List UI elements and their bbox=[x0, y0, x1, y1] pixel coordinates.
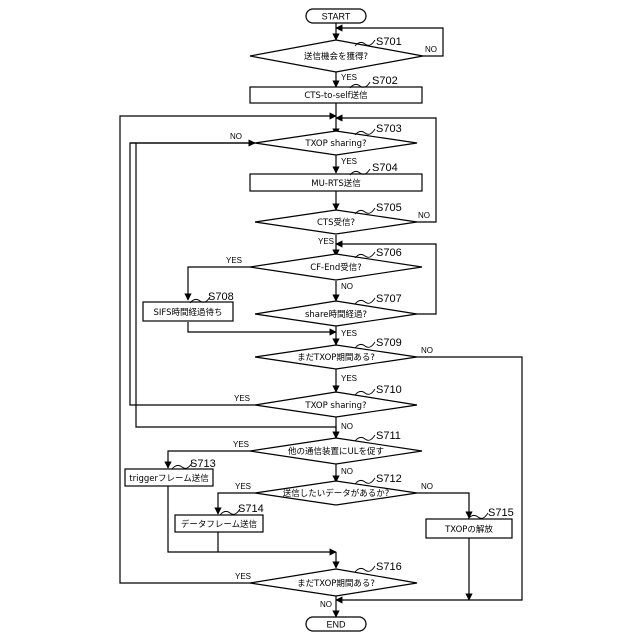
s714-text: データフレーム送信 bbox=[181, 519, 258, 530]
s705-no: NO bbox=[418, 211, 430, 220]
s706-no: NO bbox=[341, 282, 353, 291]
step-s711-decision: 他の通信装置にULを促す S711 YES NO bbox=[233, 430, 422, 476]
s711-text: 他の通信装置にULを促す bbox=[288, 446, 384, 457]
step-s710-decision: TXOP sharing? S710 YES NO bbox=[234, 384, 417, 431]
s709-text: まだTXOP期間ある? bbox=[297, 353, 375, 363]
s704-text: MU-RTS送信 bbox=[311, 178, 361, 189]
s709-no: NO bbox=[421, 346, 433, 355]
s713-id: S713 bbox=[190, 458, 216, 470]
s710-id: S710 bbox=[376, 384, 402, 396]
s701-text: 送信機会を獲得? bbox=[304, 51, 368, 62]
s712-id: S712 bbox=[376, 473, 402, 485]
step-s703-decision: TXOP sharing? S703 NO YES bbox=[230, 123, 417, 166]
s711-id: S711 bbox=[376, 430, 401, 442]
s706-text: CF-End受信? bbox=[310, 262, 362, 273]
s707-yes: YES bbox=[341, 329, 357, 338]
s714-id: S714 bbox=[238, 503, 264, 515]
s709-yes: YES bbox=[341, 374, 357, 383]
s715-id: S715 bbox=[488, 507, 514, 519]
s704-id: S704 bbox=[372, 162, 398, 174]
s710-yes: YES bbox=[234, 394, 250, 403]
s706-id: S706 bbox=[376, 247, 402, 259]
s709-id: S709 bbox=[376, 337, 402, 349]
step-s706-decision: CF-End受信? S706 YES NO bbox=[226, 247, 422, 291]
s708-text: SIFS時間経過待ち bbox=[153, 307, 222, 318]
s703-yes: YES bbox=[341, 157, 357, 166]
s716-yes: YES bbox=[235, 572, 251, 581]
s707-id: S707 bbox=[376, 293, 402, 305]
s710-text: TXOP sharing? bbox=[304, 401, 366, 411]
s711-no: NO bbox=[341, 467, 353, 476]
step-s705-decision: CTS受信? S705 NO YES bbox=[255, 202, 430, 246]
s712-text: 送信したいデータがあるか? bbox=[283, 488, 390, 499]
s705-text: CTS受信? bbox=[317, 217, 355, 228]
s716-text: まだTXOP期間ある? bbox=[297, 579, 375, 589]
s711-yes: YES bbox=[233, 440, 249, 449]
s707-text: share時間経過? bbox=[305, 309, 367, 320]
step-s709-decision: まだTXOP期間ある? S709 NO YES bbox=[255, 337, 433, 383]
s701-no: NO bbox=[425, 45, 437, 54]
s716-no: NO bbox=[320, 600, 332, 609]
s703-text: TXOP sharing? bbox=[304, 139, 366, 149]
s713-text: triggerフレーム送信 bbox=[129, 473, 209, 484]
start-label: START bbox=[322, 12, 351, 22]
start-terminal: START bbox=[306, 9, 366, 23]
step-s715-process: TXOPの解放 S715 bbox=[426, 507, 514, 538]
s712-no: NO bbox=[421, 482, 433, 491]
step-s701-decision: 送信機会を獲得? S701 NO YES bbox=[250, 36, 437, 82]
s701-id: S701 bbox=[376, 36, 402, 48]
s712-yes: YES bbox=[235, 482, 251, 491]
s702-id: S702 bbox=[372, 75, 398, 87]
s705-id: S705 bbox=[376, 202, 402, 214]
s702-text: CTS-to-self送信 bbox=[304, 90, 368, 101]
s701-yes: YES bbox=[341, 73, 357, 82]
step-s714-process: データフレーム送信 S714 bbox=[175, 503, 264, 532]
s708-id: S708 bbox=[208, 291, 234, 303]
s706-yes: YES bbox=[226, 256, 242, 265]
end-label: END bbox=[326, 620, 346, 630]
s710-no: NO bbox=[341, 422, 353, 431]
step-s713-process: triggerフレーム送信 S713 bbox=[125, 458, 216, 486]
s703-id: S703 bbox=[376, 123, 402, 135]
step-s712-decision: 送信したいデータがあるか? S712 YES NO bbox=[235, 473, 433, 505]
s716-id: S716 bbox=[376, 561, 402, 573]
s703-no: NO bbox=[230, 132, 242, 141]
s705-yes: YES bbox=[318, 237, 334, 246]
step-s716-decision: まだTXOP期間ある? S716 YES NO bbox=[235, 561, 417, 609]
end-terminal: END bbox=[306, 617, 366, 631]
s715-text: TXOPの解放 bbox=[444, 524, 493, 535]
